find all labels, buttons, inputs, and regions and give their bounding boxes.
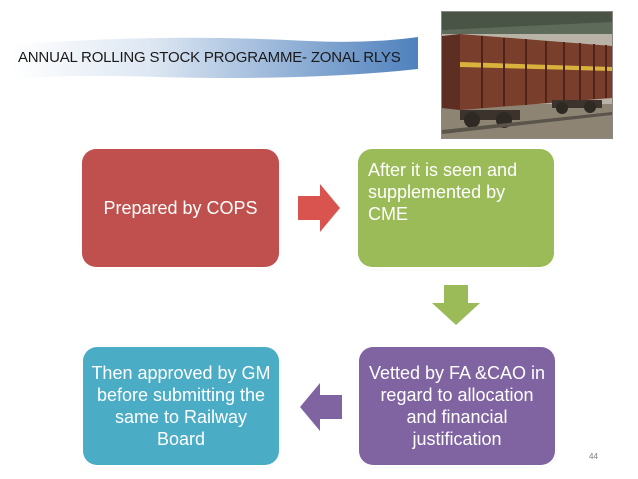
banner-shape (12, 37, 418, 79)
page-number: 44 (589, 452, 598, 461)
railway-wagons-photo (441, 11, 613, 139)
step-text: Then approved by GM before submitting th… (91, 363, 271, 449)
step-box-vetted-by-fa-cao: Vetted by FA &CAO in regard to allocatio… (359, 347, 555, 465)
title-banner: ANNUAL ROLLING STOCK PROGRAMME- ZONAL RL… (8, 33, 420, 83)
step-box-approved-by-gm: Then approved by GM before submitting th… (83, 347, 279, 465)
arrow-down-icon (432, 285, 480, 325)
step-box-seen-by-cme: After it is seen and supplemented by CME (358, 149, 554, 267)
step-text: Vetted by FA &CAO in regard to allocatio… (368, 363, 546, 449)
slide-title: ANNUAL ROLLING STOCK PROGRAMME- ZONAL RL… (18, 49, 401, 66)
step-text: After it is seen and supplemented by CME (368, 160, 518, 224)
arrow-right-icon (298, 184, 340, 232)
arrow-left-icon (300, 383, 342, 431)
step-text: Prepared by COPS (103, 198, 258, 218)
step-box-prepared-by-cops: Prepared by COPS (82, 149, 279, 267)
